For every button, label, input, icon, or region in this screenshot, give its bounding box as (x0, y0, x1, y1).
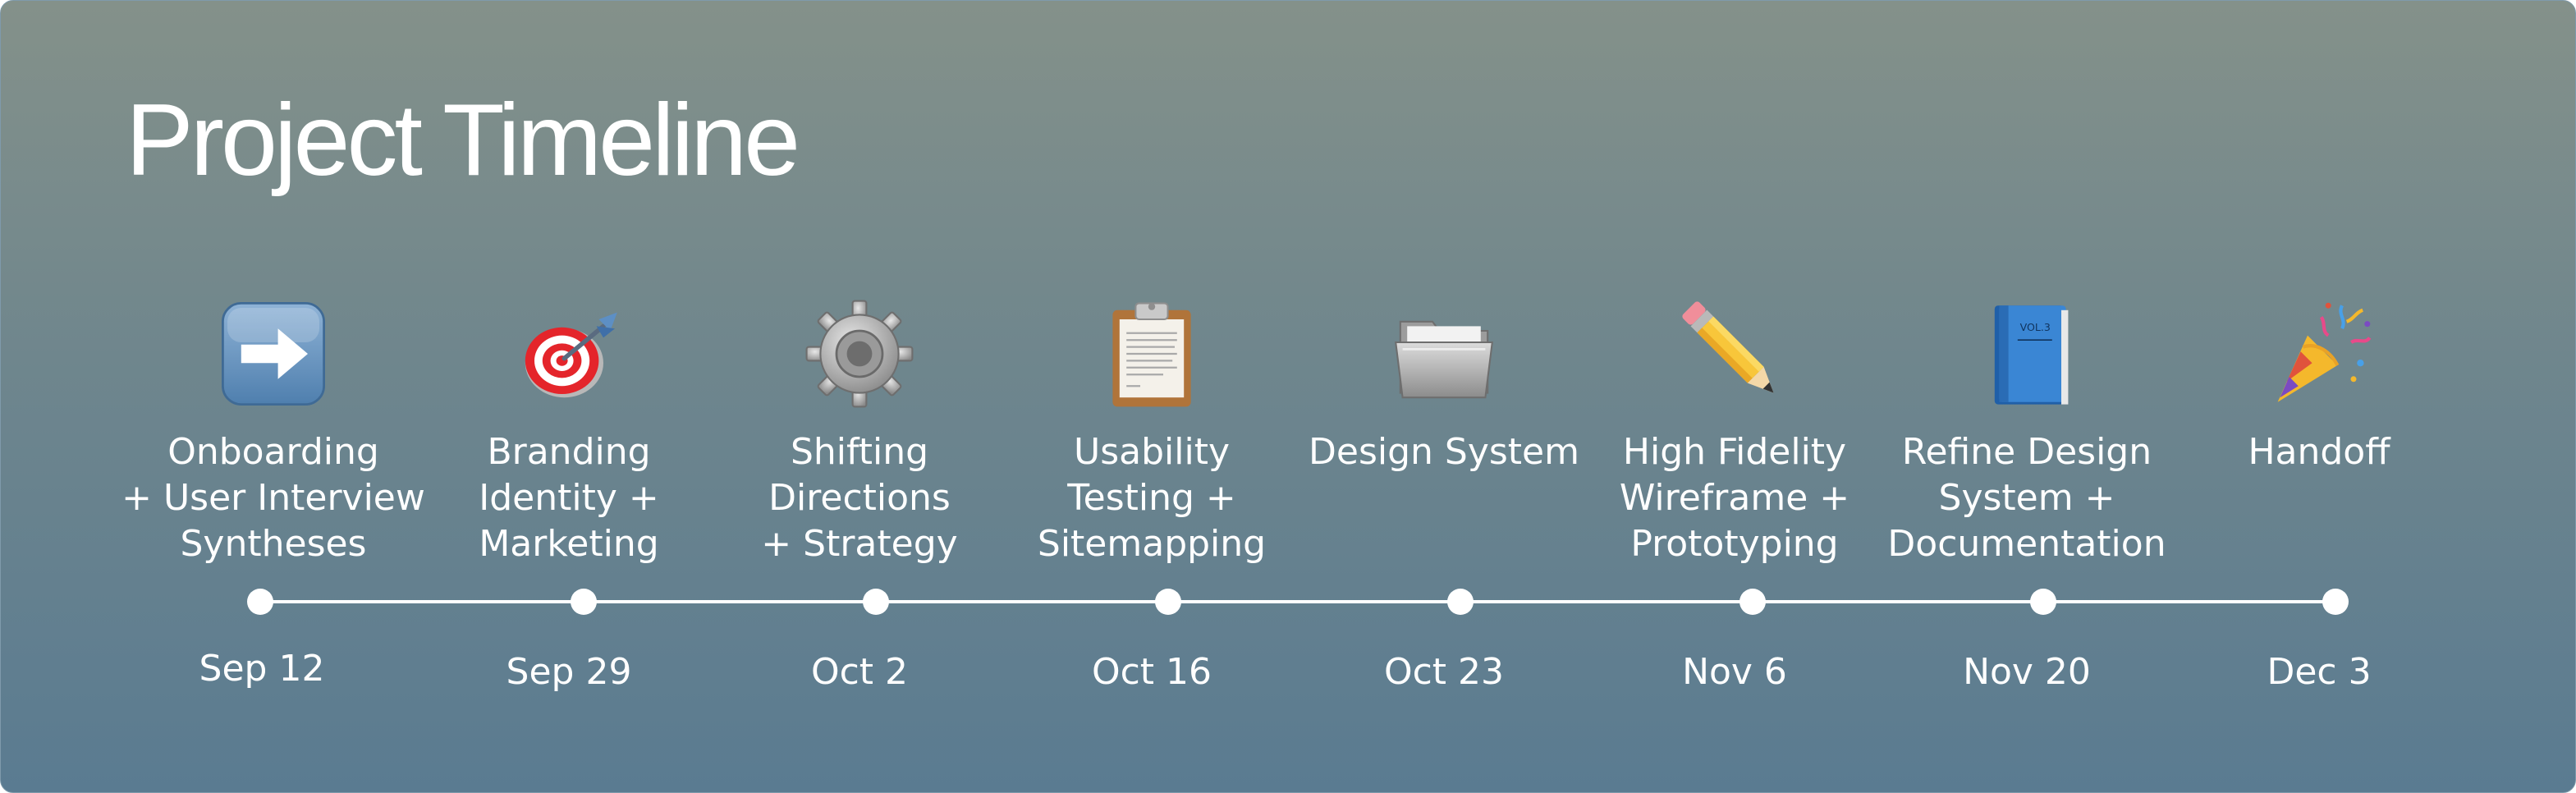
timeline-line (260, 600, 2335, 603)
timeline-dot (2322, 589, 2349, 615)
milestone-design-system: Design System (1288, 296, 1600, 475)
gear-icon (802, 296, 917, 411)
timeline-dot (247, 589, 273, 615)
milestone-label: High Fidelity Wireframe + Prototyping (1619, 431, 1850, 565)
pencil-icon (1677, 296, 1792, 411)
milestone-date: Dec 3 (2267, 651, 2372, 693)
milestone-date: Nov 20 (1963, 651, 2091, 693)
timeline-dot (1447, 589, 1474, 615)
clipboard-icon (1094, 296, 1209, 411)
svg-text:VOL.3: VOL.3 (2020, 321, 2051, 333)
timeline-dot (571, 589, 597, 615)
milestone-label: Branding Identity + Marketing (479, 431, 659, 565)
milestone-usability: Usability Testing + Sitemapping (996, 296, 1308, 567)
milestone-label: Shifting Directions + Strategy (761, 431, 958, 565)
page-title: Project Timeline (126, 84, 800, 197)
milestone-date: Oct 23 (1383, 651, 1505, 693)
milestone-date: Nov 6 (1682, 651, 1787, 693)
milestone-onboarding: Onboarding + User Interview Syntheses (117, 296, 429, 567)
target-icon (511, 296, 626, 411)
milestone-date: Oct 2 (810, 651, 909, 693)
milestone-high-fidelity: High Fidelity Wireframe + Prototyping (1579, 296, 1891, 567)
milestone-refine: VOL.3 Refine Design System + Documentati… (1871, 296, 2183, 567)
milestone-date: Sep 29 (506, 651, 632, 693)
blue-book-icon: VOL.3 (1969, 296, 2084, 411)
timeline-dot (863, 589, 889, 615)
milestone-branding: Branding Identity + Marketing (413, 296, 725, 567)
right-arrow-icon (216, 296, 331, 411)
milestone-label: Design System (1309, 431, 1579, 473)
folder-icon (1387, 296, 1501, 411)
milestone-strategy: Shifting Directions + Strategy (704, 296, 1015, 567)
timeline-dot (1155, 589, 1181, 615)
milestone-label: Onboarding + User Interview Syntheses (121, 431, 425, 565)
party-popper-icon (2262, 296, 2377, 411)
milestone-label: Handoff (2248, 431, 2390, 473)
milestone-date: Sep 12 (199, 648, 325, 690)
timeline-dot (2030, 589, 2056, 615)
milestone-label: Usability Testing + Sitemapping (1037, 431, 1267, 565)
milestone-handoff: Handoff (2163, 296, 2475, 475)
milestone-date: Oct 16 (1091, 651, 1212, 693)
milestone-label: Refine Design System + Documentation (1887, 431, 2166, 565)
timeline-dot (1739, 589, 1766, 615)
